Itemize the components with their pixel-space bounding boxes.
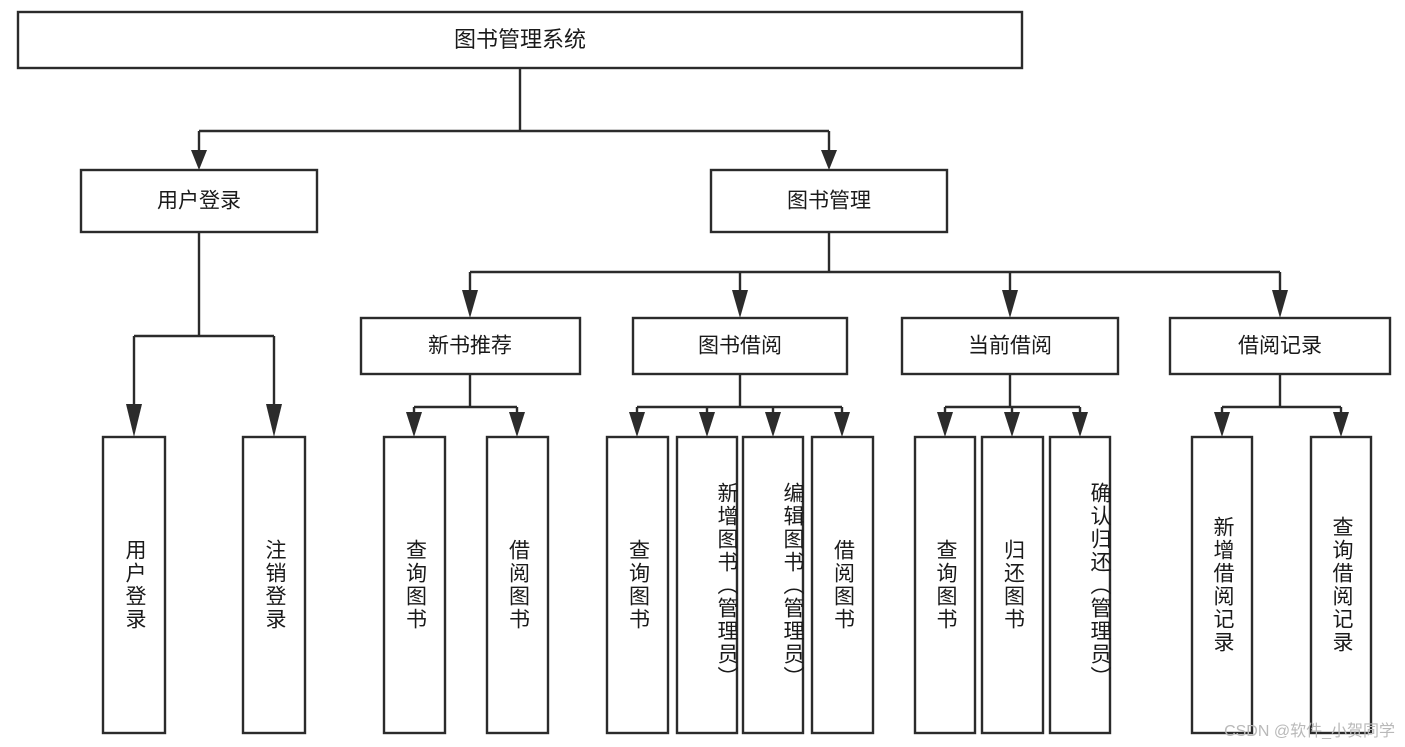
leaf-box-book-borrow-1[interactable] <box>675 435 739 735</box>
leaf-box-borrow-record-1[interactable] <box>1309 435 1373 735</box>
node-borrow-record[interactable] <box>1168 316 1392 376</box>
leaf-box-current-borrow-2[interactable] <box>1048 435 1112 735</box>
connector-group-user-login-leaves <box>126 232 282 437</box>
connector-group-book-manage <box>462 232 1288 318</box>
leaf-box-new-book-0[interactable] <box>382 435 447 735</box>
leaf-box-book-borrow-0[interactable] <box>605 435 670 735</box>
connector-group-new-book-leaves <box>406 374 525 437</box>
leaf-box-book-borrow-2[interactable] <box>741 435 805 735</box>
connector-group-current-borrow-leaves <box>937 374 1088 437</box>
arrow-head-current-borrow-leaf-0 <box>937 412 953 437</box>
node-current-borrow-label: 当前借阅 <box>968 335 1052 358</box>
node-new-book-recommend[interactable] <box>359 316 582 376</box>
leaf-box-user-login-0[interactable] <box>101 435 167 735</box>
node-root-system[interactable] <box>16 10 1024 70</box>
connector-group-book-borrow-leaves <box>629 374 850 437</box>
leaf-box-current-borrow-1[interactable] <box>980 435 1045 735</box>
arrow-head-borrow-record-leaf-0 <box>1214 412 1230 437</box>
arrow-head-book-borrow-leaf-2 <box>765 412 781 437</box>
node-root-system-label: 图书管理系统 <box>454 27 586 52</box>
arrow-head-borrow-record <box>1272 290 1288 318</box>
node-user-login[interactable] <box>79 168 319 234</box>
arrow-head-current-borrow <box>1002 290 1018 318</box>
leaf-box-book-borrow-3[interactable] <box>810 435 875 735</box>
arrow-head-borrow-record-leaf-1 <box>1333 412 1349 437</box>
connector-group-root <box>191 68 837 170</box>
leaf-box-current-borrow-0[interactable] <box>913 435 977 735</box>
arrow-head-book-borrow-leaf-0 <box>629 412 645 437</box>
arrow-head-book-manage <box>821 150 837 170</box>
connector-group-borrow-record-leaves <box>1214 374 1349 437</box>
node-new-book-recommend-label: 新书推荐 <box>428 335 512 358</box>
arrow-head-user-login <box>191 150 207 170</box>
csdn-watermark: CSDN @软件_小贺同学 <box>1224 723 1395 740</box>
node-book-manage[interactable] <box>709 168 949 234</box>
node-book-manage-label: 图书管理 <box>787 190 871 213</box>
arrow-head-user-login-leaf-1 <box>266 404 282 437</box>
arrow-head-current-borrow-leaf-1 <box>1004 412 1020 437</box>
arrow-head-current-borrow-leaf-2 <box>1072 412 1088 437</box>
arrow-head-book-borrow-leaf-1 <box>699 412 715 437</box>
node-book-borrow-label: 图书借阅 <box>698 335 782 358</box>
leaf-box-user-login-1[interactable] <box>241 435 307 735</box>
node-user-login-label: 用户登录 <box>157 190 241 213</box>
arrow-head-new-book-leaf-1 <box>509 412 525 437</box>
arrow-head-new-book-leaf-0 <box>406 412 422 437</box>
arrow-head-user-login-leaf-0 <box>126 404 142 437</box>
leaf-box-borrow-record-0[interactable] <box>1190 435 1254 735</box>
node-borrow-record-label: 借阅记录 <box>1238 335 1322 358</box>
arrow-head-book-borrow <box>732 290 748 318</box>
arrow-head-book-borrow-leaf-3 <box>834 412 850 437</box>
node-book-borrow[interactable] <box>631 316 849 376</box>
node-current-borrow[interactable] <box>900 316 1120 376</box>
arrow-head-new-book <box>462 290 478 318</box>
leaf-box-new-book-1[interactable] <box>485 435 550 735</box>
